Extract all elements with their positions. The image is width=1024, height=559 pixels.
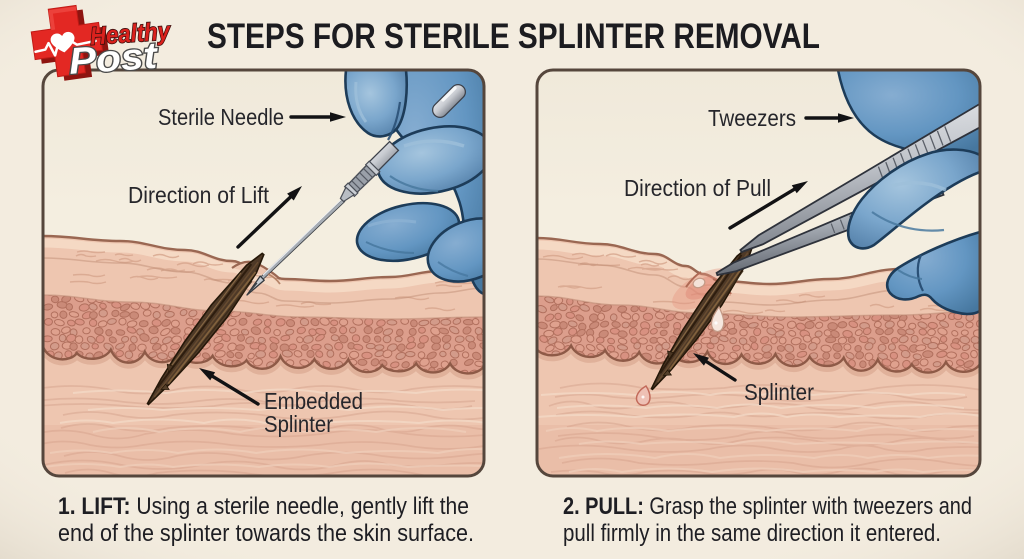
- svg-text:Direction of Pull: Direction of Pull: [624, 175, 771, 201]
- svg-text:Direction of Lift: Direction of Lift: [128, 182, 269, 208]
- svg-text:pull firmly in the same direc: pull firmly in the same direction it ent…: [563, 520, 941, 547]
- svg-text:Splinter: Splinter: [264, 411, 333, 437]
- svg-text:Healthy: Healthy: [89, 17, 172, 51]
- svg-text:Splinter: Splinter: [744, 379, 814, 405]
- svg-text:Post: Post: [68, 35, 160, 82]
- svg-text:Embedded: Embedded: [264, 388, 363, 414]
- svg-text:STEPS FOR STERILE SPLINTER REM: STEPS FOR STERILE SPLINTER REMOVAL: [207, 17, 820, 56]
- svg-text:2. PULL: Grasp the splinter wi: 2. PULL: Grasp the splinter with tweezer…: [563, 493, 972, 520]
- svg-text:Sterile Needle: Sterile Needle: [158, 104, 284, 130]
- svg-text:end of the splinter towards th: end of the splinter towards the skin sur…: [58, 520, 474, 547]
- svg-text:1. LIFT: Using a sterile needl: 1. LIFT: Using a sterile needle, gently …: [58, 493, 469, 520]
- svg-text:Tweezers: Tweezers: [708, 105, 796, 131]
